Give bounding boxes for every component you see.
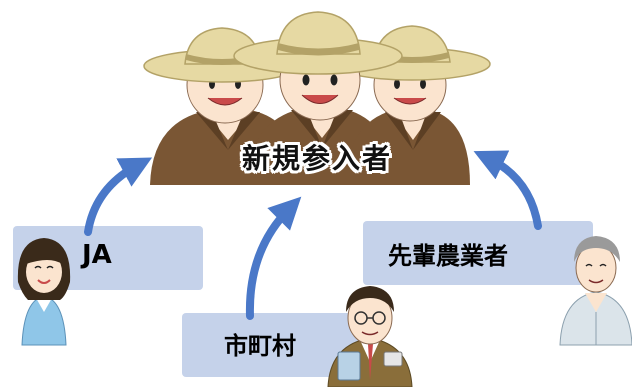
new-farmers-illustration	[143, 11, 491, 185]
city-label: 市町村	[224, 332, 296, 360]
ja-staff-illustration	[17, 238, 71, 346]
senpai-label: 先輩農業者	[388, 242, 508, 270]
senior-farmer-illustration	[559, 236, 632, 346]
ja-label: JA	[82, 240, 112, 270]
city-official-illustration	[327, 286, 413, 387]
arrow-senpai-to-new	[473, 150, 542, 230]
arrow-city-to-new	[245, 196, 302, 320]
senpai-box	[363, 221, 593, 285]
arrow-ja-to-new	[84, 157, 153, 236]
center-label: 新規参入者	[241, 142, 392, 175]
city-box	[182, 313, 372, 377]
